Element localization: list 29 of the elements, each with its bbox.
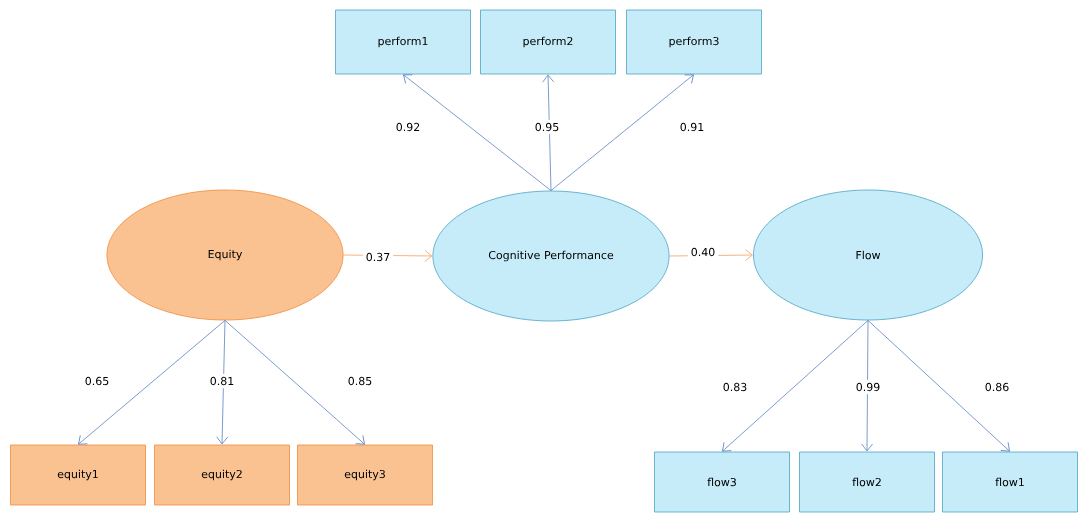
edge-label: 0.86 <box>981 379 1013 395</box>
edge-label: 0.65 <box>81 373 113 389</box>
arrow <box>550 74 694 191</box>
edge-label: 0.91 <box>676 119 708 135</box>
indicator-box: perform3 <box>626 9 762 75</box>
edge-label: 0.99 <box>852 379 884 395</box>
arrow <box>224 320 365 445</box>
arrow <box>867 320 1010 452</box>
indicator-box: equity1 <box>10 444 146 506</box>
edge-label: 0.92 <box>392 119 424 135</box>
arrow <box>722 320 869 452</box>
indicator-box: equity2 <box>154 444 290 506</box>
indicator-box: perform1 <box>335 9 471 75</box>
indicator-box: perform2 <box>480 9 616 75</box>
arrow <box>216 320 229 445</box>
edge-label: 0.81 <box>206 373 238 389</box>
indicator-box: flow2 <box>799 451 935 513</box>
edge-label: 0.40 <box>687 244 719 260</box>
arrow <box>403 74 552 191</box>
indicator-box: equity3 <box>297 444 433 506</box>
edge-label: 0.85 <box>344 373 376 389</box>
edge-label: 0.83 <box>719 379 751 395</box>
edge-label: 0.95 <box>531 119 563 135</box>
edge-label: 0.37 <box>362 249 394 265</box>
arrow <box>861 320 873 452</box>
arrow <box>542 74 555 191</box>
indicator-box: flow1 <box>942 451 1078 513</box>
arrow <box>78 320 226 445</box>
indicator-box: flow3 <box>654 451 790 513</box>
